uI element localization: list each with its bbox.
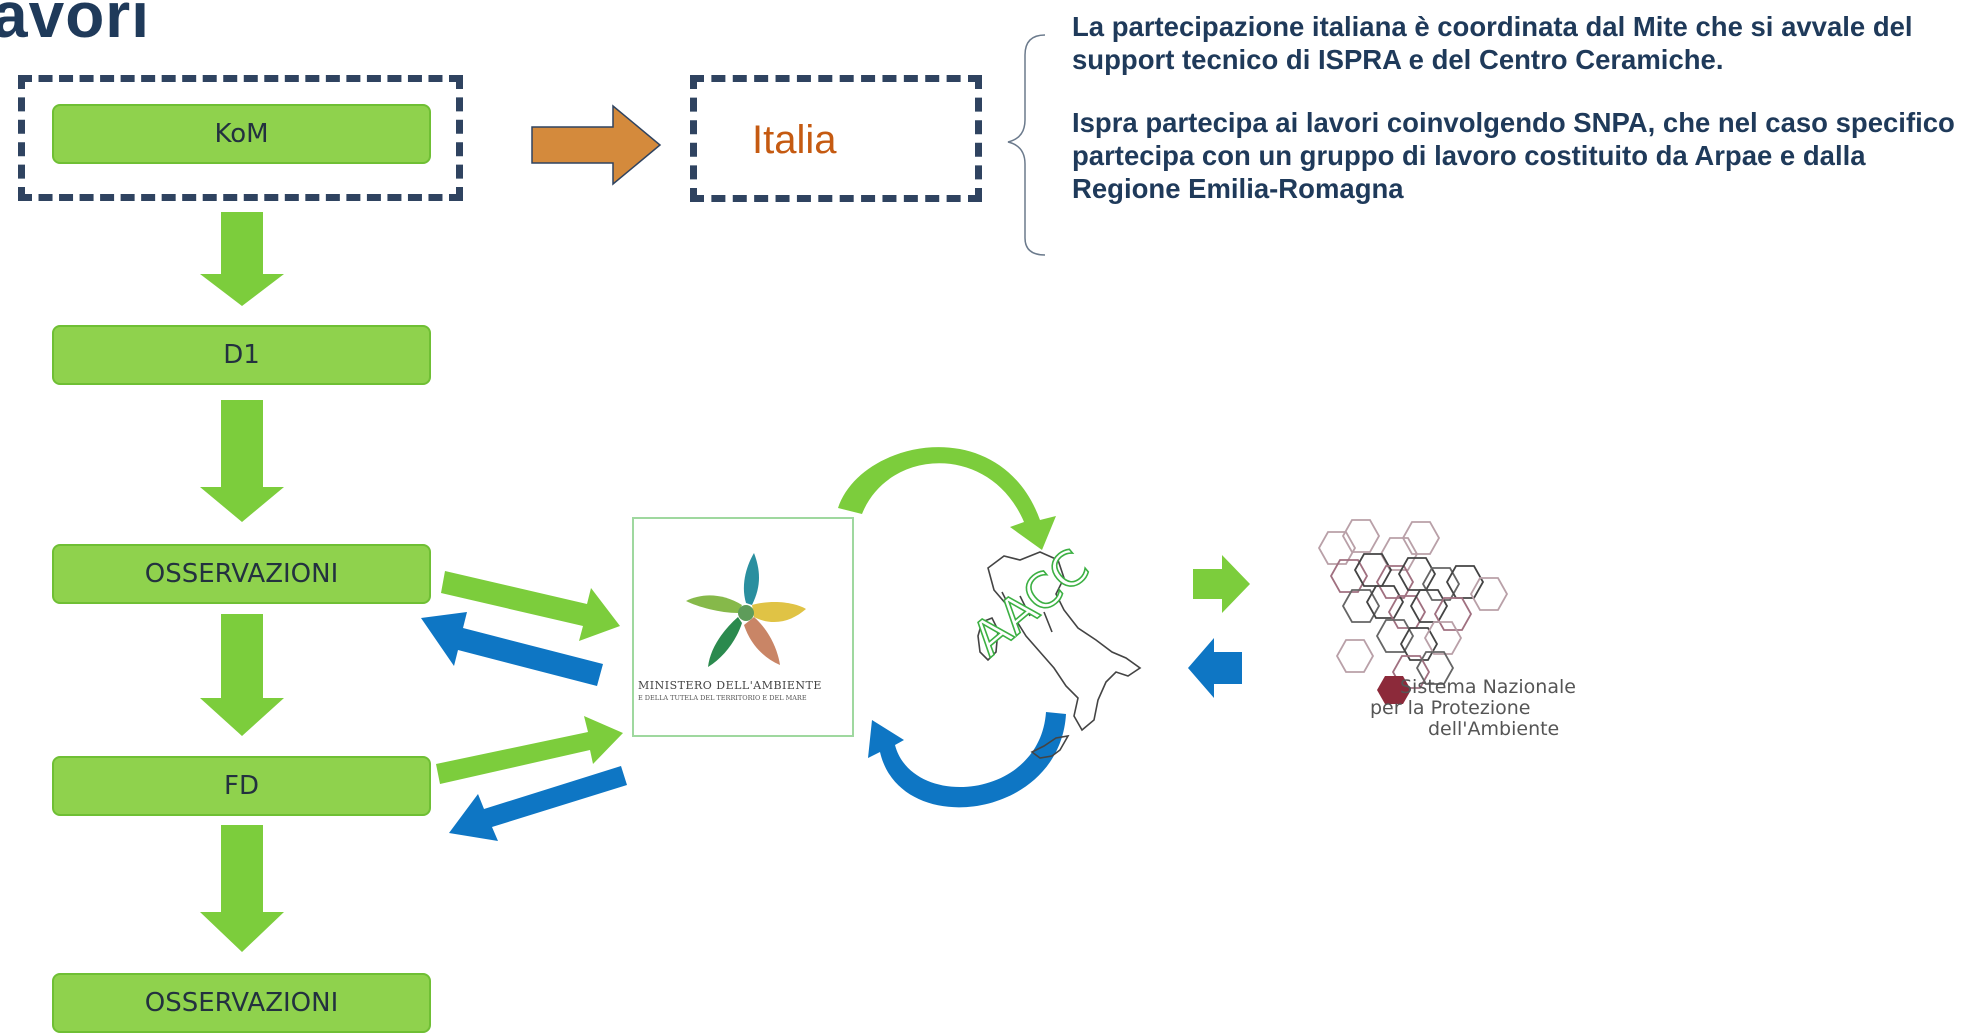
italy-map (977, 551, 1142, 759)
italia-label: Italia (752, 118, 837, 162)
notes-bracket (1007, 34, 1046, 256)
down-arrow-oss-fd (200, 614, 284, 736)
green-arrow-oss-to-ministry (441, 571, 620, 641)
green-arrow-map-to-snpa (1193, 555, 1250, 613)
snpa-logo-line1: Sistema Nazionale (1400, 676, 1576, 698)
step-osservazioni-1: OSSERVAZIONI (52, 544, 431, 604)
down-arrow-fd-oss (200, 825, 284, 952)
step-fd: FD (52, 756, 431, 816)
blue-arrow-snpa-to-map (1188, 638, 1242, 698)
step-fd-label: FD (224, 771, 259, 801)
notes-panel: La partecipazione italiana è coordinata … (1072, 10, 1972, 235)
ministry-logo: MINISTERO DELL'AMBIENTE E DELLA TUTELA D… (632, 517, 854, 737)
down-arrow-kom-d1 (200, 212, 284, 306)
snpa-logo-line3: dell'Ambiente (1428, 718, 1560, 740)
slide-title: avori (0, 0, 150, 51)
step-d1-label: D1 (223, 340, 260, 370)
notes-paragraph-1: La partecipazione italiana è coordinata … (1072, 11, 1913, 75)
orange-right-arrow (531, 104, 662, 186)
step-kom: KoM (52, 104, 431, 164)
ministry-star-icon (686, 553, 806, 667)
curved-blue-arrow-bottom (868, 712, 1066, 808)
step-kom-label: KoM (214, 119, 269, 149)
blue-arrow-ministry-to-oss (421, 612, 603, 686)
step-osservazioni-2-label: OSSERVAZIONI (144, 988, 339, 1018)
snpa-logo-line2: per la Protezione (1370, 697, 1531, 719)
aacc-label: AACC (962, 540, 1100, 667)
step-osservazioni-1-label: OSSERVAZIONI (144, 559, 339, 589)
green-arrow-fd-to-ministry (436, 716, 623, 784)
notes-paragraph-2: Ispra partecipa ai lavori coinvolgendo S… (1072, 107, 1955, 204)
curved-green-arrow-top (838, 447, 1056, 550)
step-d1: D1 (52, 325, 431, 385)
kom-dashed-frame (18, 75, 463, 201)
ministry-logo-line2: E DELLA TUTELA DEL TERRITORIO E DEL MARE (638, 694, 807, 702)
down-arrow-d1-oss (200, 400, 284, 522)
snpa-hexagons (1317, 519, 1509, 689)
ministry-logo-line1: MINISTERO DELL'AMBIENTE (638, 679, 822, 692)
snpa-filled-hexagon (1377, 676, 1411, 704)
aacc-label-svg: AACC (961, 540, 1101, 668)
blue-arrow-ministry-to-fd (449, 766, 627, 841)
italia-dashed-frame (690, 75, 982, 202)
